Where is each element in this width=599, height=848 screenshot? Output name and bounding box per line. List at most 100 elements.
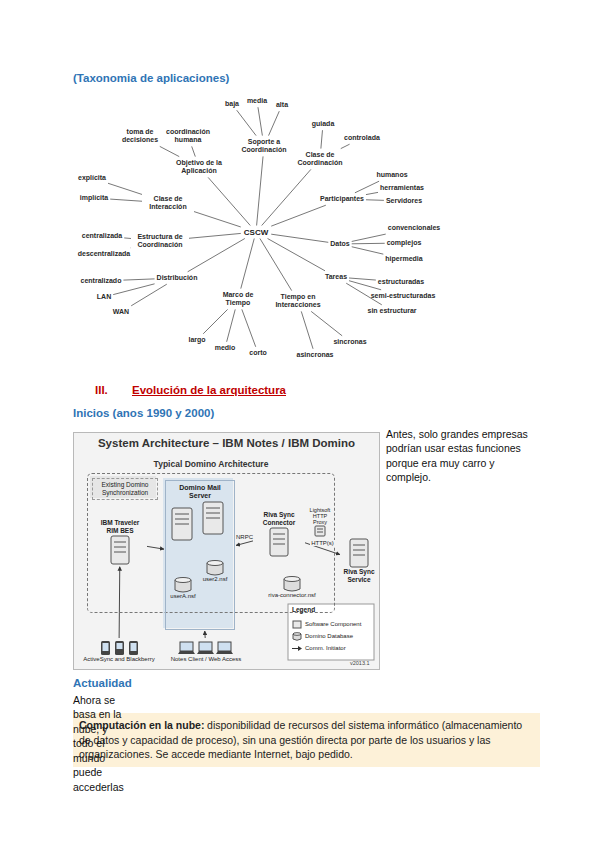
branch-line: [194, 212, 241, 227]
node-text: Tareas: [325, 273, 347, 281]
branch-line: [130, 247, 131, 248]
branch-line: [203, 309, 227, 333]
branch-line: [188, 239, 245, 272]
node-text: asincronas: [297, 351, 334, 359]
mobile-devices: ActiveSync and Blackberry: [82, 639, 155, 663]
category-label: Participantes: [319, 194, 365, 204]
server-icon: [110, 535, 130, 565]
branch-line: [108, 183, 142, 194]
dashed-region: Typical Domino ArchitectureExisting Domi…: [87, 473, 335, 613]
node-text: complejos: [387, 239, 422, 247]
database-icon: userA.nsf: [169, 576, 196, 600]
node-text: explícita: [78, 174, 106, 182]
definition-box: Computación en la nube:disponibilidad de…: [73, 713, 540, 767]
node-text: Participantes: [320, 195, 364, 203]
branch-line: [192, 146, 196, 156]
branch-line: [366, 192, 378, 194]
server-icon: [349, 538, 369, 568]
node-text: corto: [249, 349, 267, 357]
branch-line: [271, 205, 326, 226]
node-text: Clase de Interacción: [144, 195, 192, 212]
icon: [255, 527, 303, 557]
category-label: Soporte a Coordinación: [238, 137, 290, 156]
branch-line: [349, 281, 381, 290]
database-icon: riva-connector.nsf: [267, 575, 316, 599]
leaf-label: WAN: [112, 307, 130, 317]
branch-line: [269, 111, 280, 135]
leaf-label: herramientas: [379, 183, 425, 193]
node-text: guiada: [312, 120, 335, 128]
node-text: alta: [276, 101, 288, 109]
legend-row: Comm. Initiator: [292, 642, 372, 654]
branch-line: [160, 146, 179, 156]
leaf-label: centralizado: [80, 276, 123, 286]
node-text: Domino Mail Server: [166, 481, 234, 504]
icon: [268, 576, 315, 592]
branch-line: [352, 243, 385, 245]
legend-sample: [292, 644, 305, 653]
body-text: Ahora se basa en la nube, y todo el mund…: [73, 693, 124, 794]
server-node: IBM Traveler RIM BES: [94, 518, 146, 566]
legend-row: Software Component: [292, 618, 372, 630]
hub-label: CSCW: [242, 227, 270, 238]
node-text: semi-estructuradas: [371, 292, 436, 300]
node-text: Existing Domino Synchronization: [94, 481, 156, 497]
node-text: userA.nsf: [170, 593, 195, 599]
leaf-label: explícita: [77, 173, 107, 183]
category-label: Clase de Coordinación: [294, 150, 346, 169]
section-title: (Taxonomia de aplicaciones): [73, 72, 229, 84]
leaf-label: humanos: [375, 170, 408, 180]
node-text: Typical Domino Architecture: [88, 459, 334, 469]
leaf-label: centralizada: [81, 231, 123, 241]
sync-box: Existing Domino Synchronization: [92, 478, 158, 500]
node-text: sin estructurar: [367, 307, 416, 315]
version-tag: v2013.1: [350, 660, 370, 666]
category-label: Marco de Tiempo: [218, 290, 258, 309]
branch-line: [241, 239, 254, 289]
edge-label: HTTP(s): [310, 540, 335, 546]
client-devices: Notes Client / Web Access: [170, 639, 243, 663]
leaf-label: medio: [214, 343, 237, 353]
node-text: Servidores: [386, 197, 422, 205]
branch-line: [260, 239, 292, 291]
icon: [307, 525, 333, 537]
section-number: III.: [95, 384, 108, 396]
node-text: largo: [188, 336, 205, 344]
node-text: WAN: [113, 308, 129, 316]
side-note: Antes, solo grandes empresas podrían usa…: [386, 427, 538, 485]
node-text: IBM Traveler RIM BES: [95, 519, 145, 535]
node-text: riva-connector.nsf: [268, 592, 315, 598]
edge-label: NRPC: [235, 534, 254, 540]
branch-line: [189, 233, 241, 238]
node-text: Soporte a Coordinación: [239, 138, 289, 155]
branch-line: [258, 107, 262, 135]
leaf-label: guiada: [311, 119, 336, 129]
server-node: Riva Sync Service: [341, 537, 377, 585]
branch-line: [352, 247, 384, 254]
branch-line: [262, 169, 311, 225]
node-text: media: [247, 97, 267, 105]
phone-icons: [97, 640, 141, 656]
database-icon: user2.nsf: [202, 559, 229, 583]
sync-ground: [90, 476, 156, 498]
leaf-label: convencionales: [387, 223, 442, 233]
node-text: hipermedia: [385, 255, 422, 263]
branch-line: [110, 199, 142, 201]
comm-arrow: [204, 631, 205, 638]
leaf-label: baja: [224, 99, 240, 109]
server-node: Riva Sync Connector: [254, 510, 304, 558]
node-text: implícita: [80, 194, 108, 202]
leaf-label: semi-estructuradas: [370, 291, 437, 301]
branch-line: [268, 239, 325, 271]
icon: [203, 560, 228, 576]
branch-line: [131, 284, 167, 306]
legend-text: Domino Database: [305, 633, 353, 639]
icon: [83, 640, 154, 656]
node-text: estructuradas: [378, 278, 424, 286]
leaf-label: coordinación humana: [163, 127, 213, 146]
leaf-label: largo: [187, 335, 206, 345]
panel-ground: [73, 432, 380, 670]
leaf-label: corto: [248, 348, 268, 358]
database-cylinder: [174, 577, 192, 593]
node-text: sincronas: [333, 338, 366, 346]
